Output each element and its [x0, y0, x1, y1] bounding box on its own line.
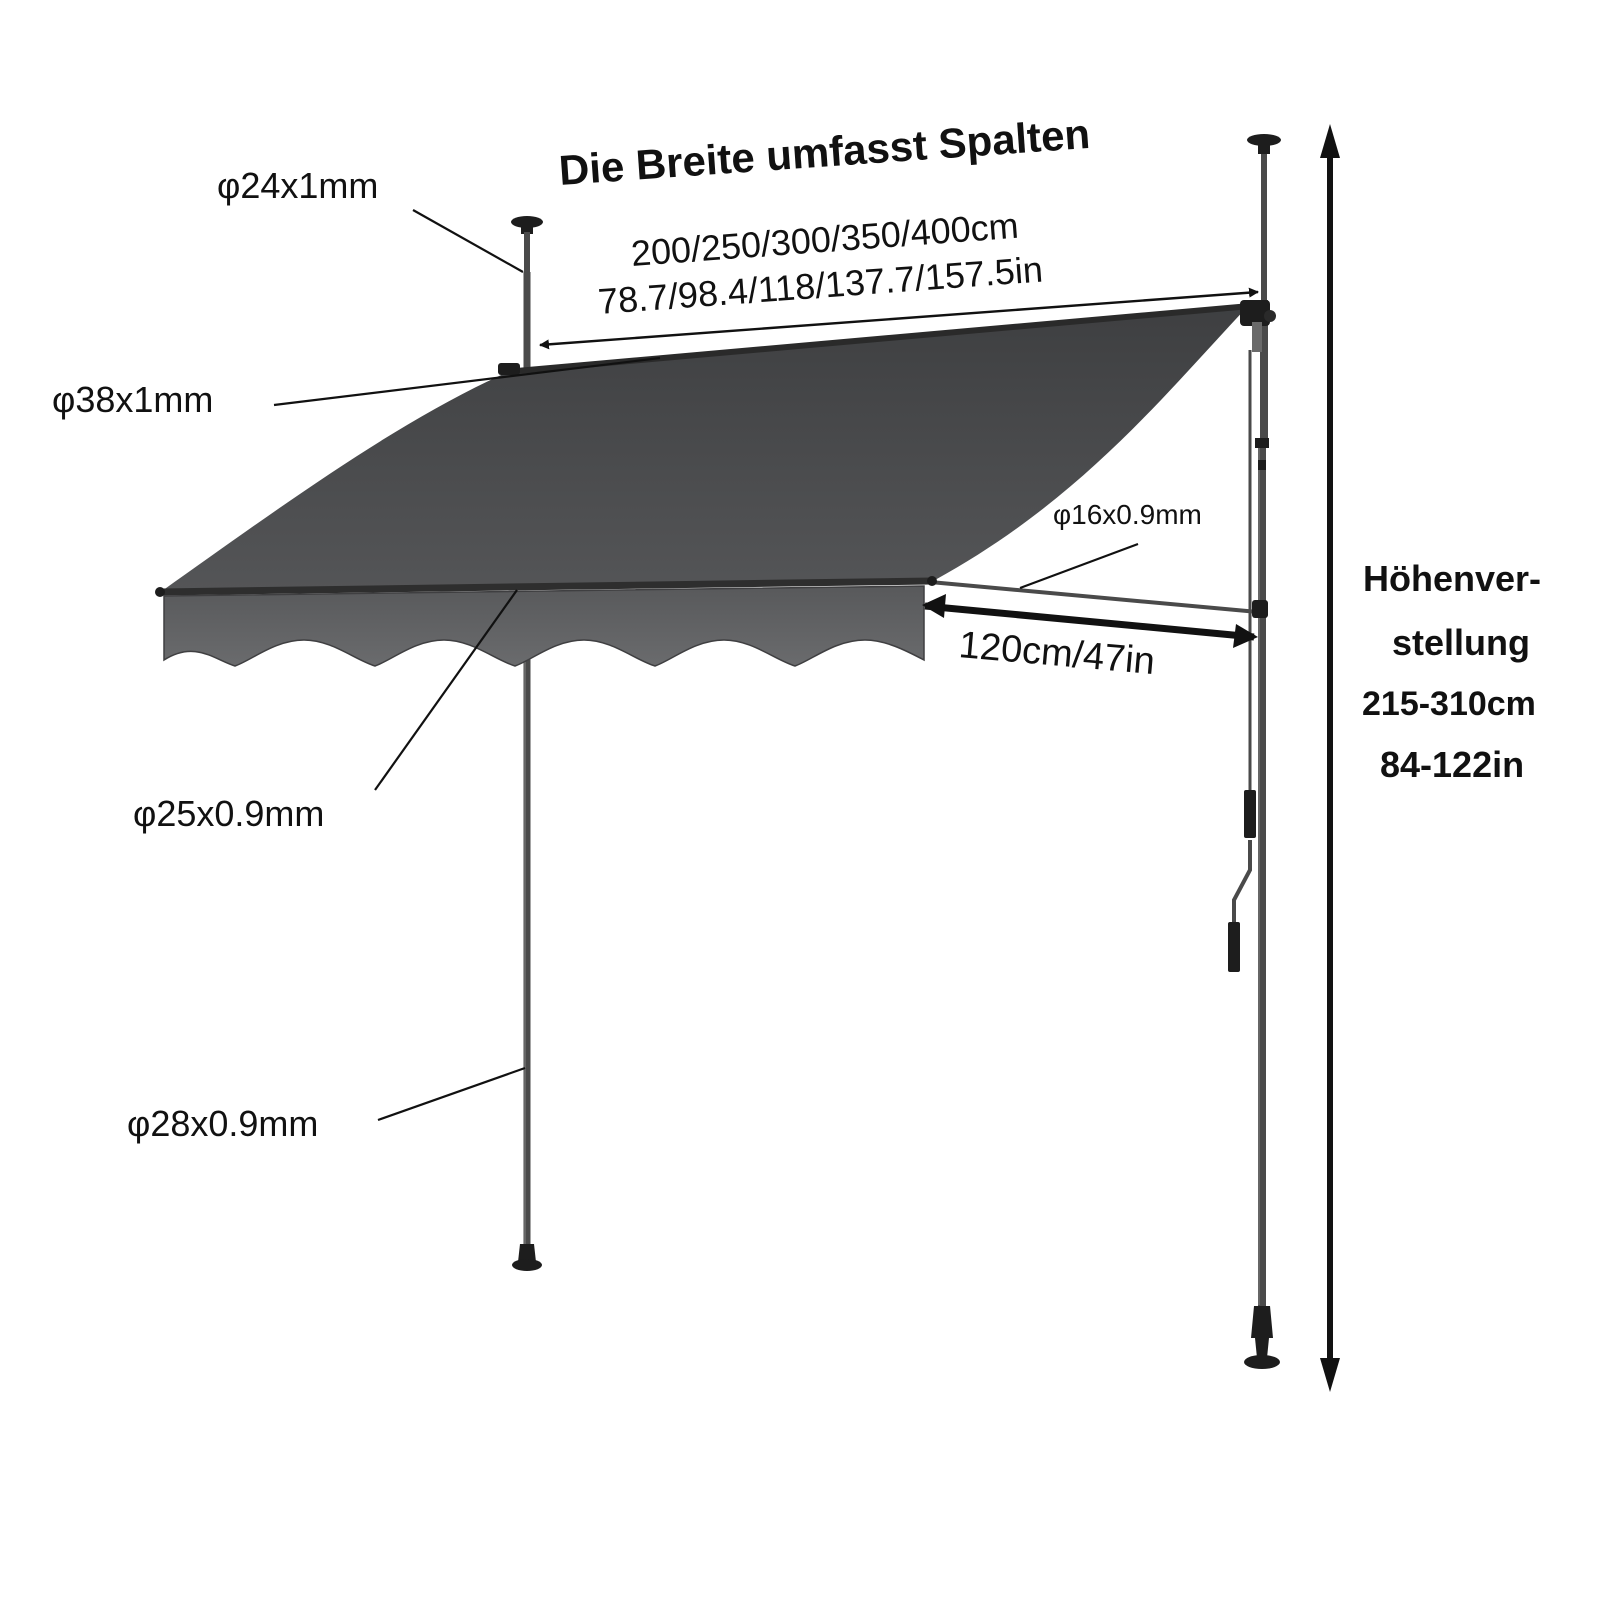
height-arrow-head-bottom: [1320, 1358, 1340, 1392]
bottom-pole-label: φ28x0.9mm: [127, 1103, 318, 1144]
support-arm-label: φ16x0.9mm: [1053, 499, 1202, 530]
roller-bracket: [1240, 300, 1276, 352]
right-pole-clamp: [1255, 438, 1269, 448]
right-foot-neck: [1255, 1338, 1269, 1358]
left-ceiling-cap: [511, 216, 543, 228]
left-foot-sleeve: [518, 1244, 536, 1262]
leader-bottom-pole: [377, 1066, 526, 1122]
projection-label: 120cm/47in: [957, 624, 1156, 683]
right-foot-pad: [1244, 1355, 1280, 1369]
top-pole-label: φ24x1mm: [217, 165, 378, 206]
left-foot-pad: [512, 1259, 542, 1271]
bracket-knob: [1264, 310, 1276, 322]
support-arm-clamp: [1252, 600, 1268, 618]
front-bar: [159, 577, 933, 596]
height-label-line2: stellung: [1392, 622, 1530, 663]
left-pole: [511, 216, 543, 1271]
projection-arrow-head-right: [1233, 624, 1258, 648]
front-bar-cap-right: [927, 576, 937, 586]
left-roller-bracket: [498, 363, 520, 375]
leader-front-bar: [374, 589, 518, 791]
front-bar-cap-left: [155, 587, 165, 597]
crank-grip-upper: [1244, 790, 1256, 838]
crank-grip: [1228, 922, 1240, 972]
right-ceiling-cap: [1247, 134, 1281, 146]
leader-top-pole: [412, 209, 524, 273]
crank-handle: [1228, 350, 1256, 972]
height-label-cm: 215-310cm: [1362, 685, 1536, 723]
support-arm: [929, 580, 1259, 614]
leader-support-arm: [1019, 542, 1139, 590]
right-pole-pin: [1258, 460, 1266, 470]
valance: [163, 585, 925, 667]
front-bar-label: φ25x0.9mm: [133, 793, 324, 834]
height-label-line1: Höhenver-: [1363, 558, 1541, 599]
crank-arm: [1232, 840, 1252, 925]
diagram-title: Die Breite umfasst Spalten: [557, 110, 1091, 194]
height-arrow-head-top: [1320, 124, 1340, 158]
left-ceiling-cap-stem: [521, 224, 533, 234]
bracket-spring: [1252, 322, 1262, 352]
height-label-in: 84-122in: [1380, 744, 1524, 785]
width-arrow: [539, 287, 1259, 350]
right-foot-sleeve: [1251, 1306, 1273, 1338]
leader-roller-tube: [273, 356, 661, 407]
awning-fabric: [162, 306, 1248, 591]
projection-arrow: [924, 602, 1255, 641]
right-ceiling-cap-stem: [1258, 142, 1270, 154]
roller-tube-label: φ38x1mm: [52, 379, 213, 420]
projection-arrow-head-left: [922, 594, 946, 618]
